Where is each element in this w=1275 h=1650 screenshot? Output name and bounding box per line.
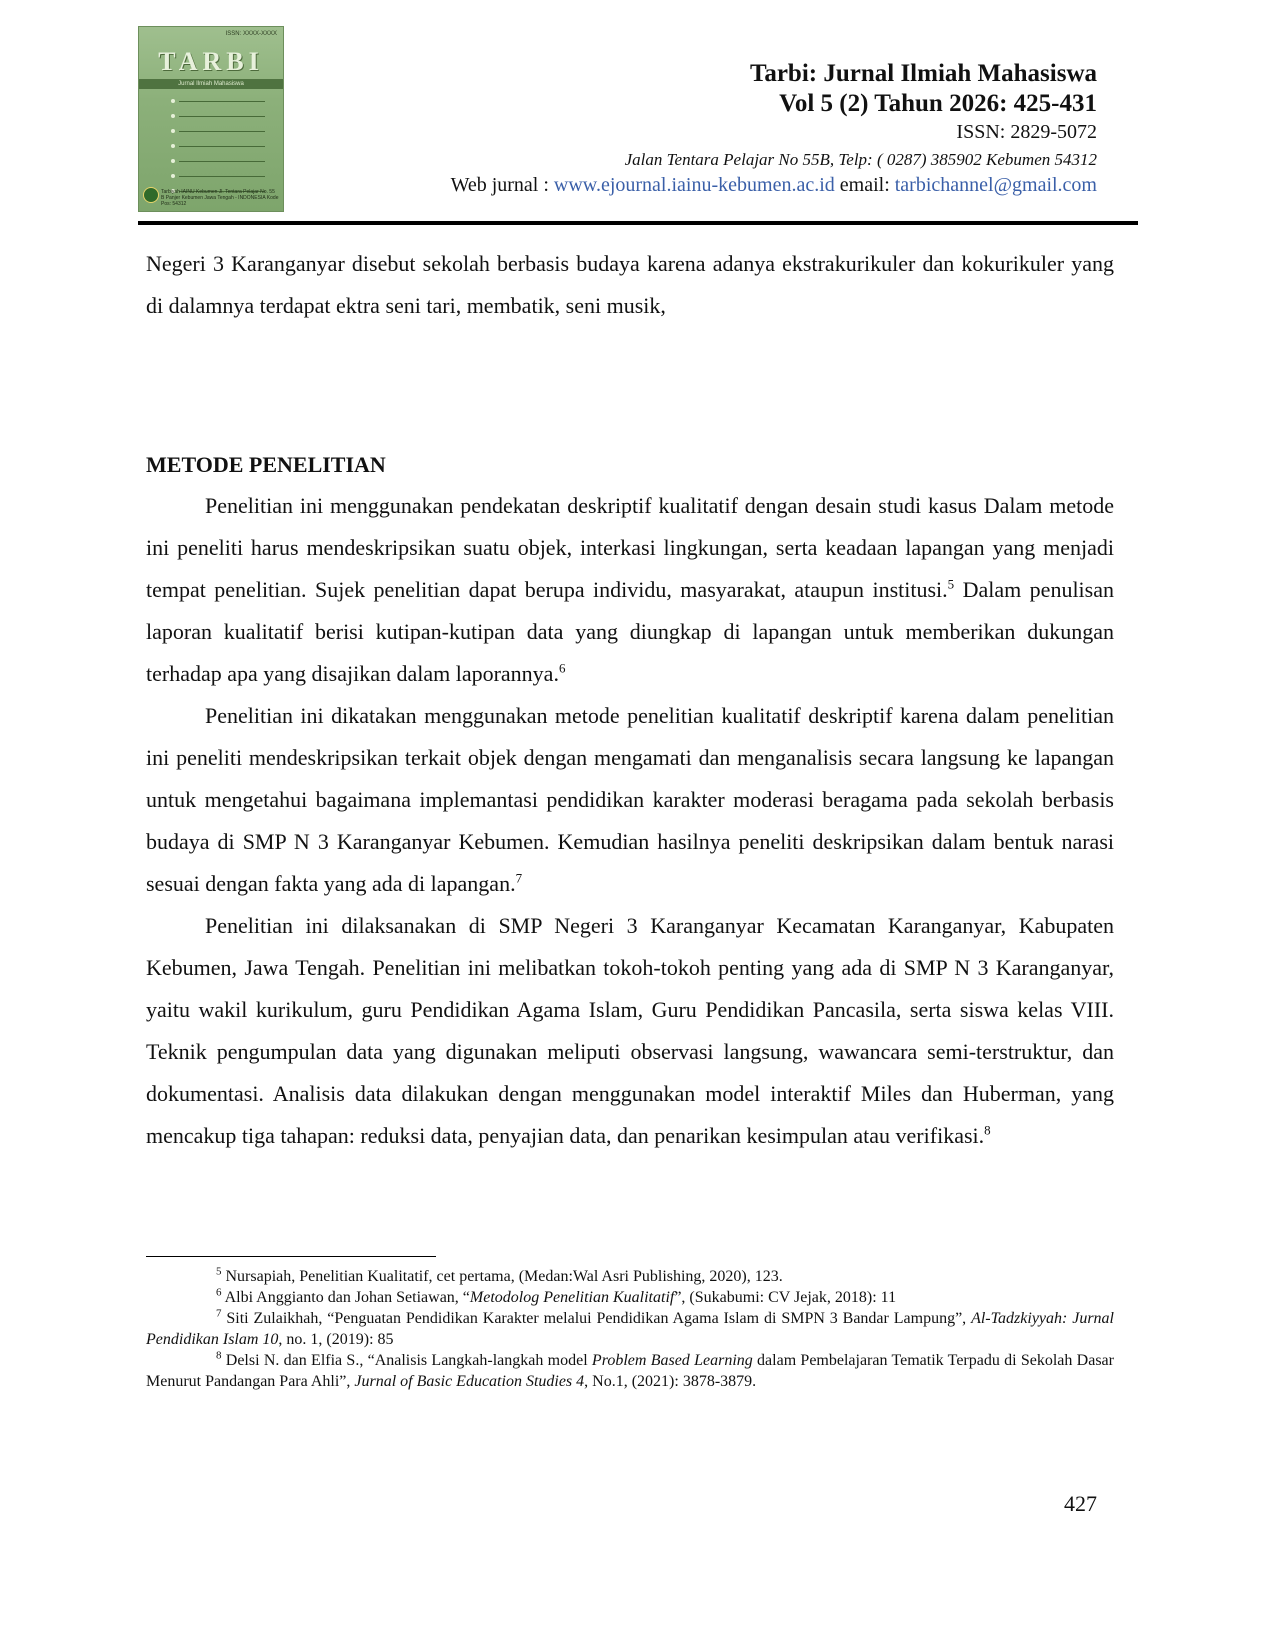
- cover-brand: TARBI: [158, 47, 264, 76]
- footnote-8-number: 8: [216, 1349, 222, 1362]
- paragraph-2: Penelitian ini dikatakan menggunakan met…: [146, 695, 1114, 905]
- web-label: Web jurnal :: [450, 174, 554, 196]
- footnote-5-number: 5: [216, 1265, 222, 1278]
- footnote-8-italic-1: Problem Based Learning: [591, 1352, 753, 1369]
- footnote-7-pre: Siti Zulaikhah, “Penguatan Pendidikan Ka…: [221, 1310, 972, 1327]
- footnote-8-mid: dalam Pembelajaran Tematik Terpadu di Se…: [146, 1352, 1114, 1390]
- footnote-6-italic: Metodolog Penelitian Kualitatif: [469, 1289, 675, 1306]
- footnote-7-number: 7: [216, 1307, 222, 1320]
- footnotes: 5 Nursapiah, Penelitian Kualitatif, cet …: [146, 1266, 1114, 1392]
- footnote-7: 7 Siti Zulaikhah, “Penguatan Pendidikan …: [146, 1308, 1114, 1350]
- journal-address: Jalan Tentara Pelajar No 55B, Telp: ( 02…: [624, 150, 1097, 169]
- footnote-ref-6[interactable]: 6: [558, 660, 566, 676]
- footnote-6: 6 Albi Anggianto dan Johan Setiawan, “Me…: [146, 1287, 1114, 1308]
- paragraph-1-text-b: Dalam penulisan laporan kualitatif beris…: [146, 577, 1114, 686]
- cover-issn-tag: ISSN: XXXX-XXXX: [225, 31, 277, 37]
- footnote-6-pre: Albi Anggianto dan Johan Setiawan, “: [221, 1289, 470, 1306]
- intro-text: Negeri 3 Karanganyar disebut sekolah ber…: [146, 251, 1114, 318]
- footnote-6-number: 6: [216, 1286, 222, 1299]
- footnote-8-pre: Delsi N. dan Elfia S., “Analisis Langkah…: [221, 1352, 592, 1369]
- section-heading: METODE PENELITIAN: [146, 452, 386, 477]
- footnote-5-text: Nursapiah, Penelitian Kualitatif, cet pe…: [221, 1268, 783, 1285]
- journal-web-line: Web jurnal : www.ejournal.iainu-kebumen.…: [451, 174, 1097, 197]
- email-link[interactable]: tarbichannel@gmail.com: [894, 174, 1097, 196]
- footnote-separator: [146, 1256, 436, 1257]
- page-number: 427: [1064, 1491, 1097, 1516]
- footnote-6-post: ”, (Sukabumi: CV Jejak, 2018): 11: [674, 1289, 897, 1306]
- footnote-8-italic-2: Jurnal of Basic Education Studies 4: [354, 1373, 585, 1390]
- paragraph-2-text: Penelitian ini dikatakan menggunakan met…: [146, 703, 1114, 896]
- header-rule: [138, 221, 1138, 225]
- cover-footer: Tarbiyah IAINU Kebumen Jl. Tentara Pelaj…: [161, 189, 279, 207]
- cover-lines: [171, 99, 265, 206]
- cover-seal-icon: [143, 187, 159, 203]
- journal-cover-image: ISSN: XXXX-XXXX TARBI Jurnal Ilmiah Maha…: [138, 26, 284, 212]
- methods-section: Penelitian ini menggunakan pendekatan de…: [146, 485, 1114, 1157]
- paragraph-1-text-a: Penelitian ini menggunakan pendekatan de…: [146, 493, 1114, 602]
- footnote-7-post: , no. 1, (2019): 85: [278, 1331, 394, 1348]
- cover-subtitle: Jurnal Ilmiah Mahasiswa: [139, 79, 283, 89]
- paragraph-3: Penelitian ini dilaksanakan di SMP Neger…: [146, 905, 1114, 1157]
- web-url-link[interactable]: www.ejournal.iainu-kebumen.ac.id: [553, 174, 835, 196]
- journal-volume: Vol 5 (2) Tahun 2026: 425-431: [779, 90, 1097, 117]
- footnote-ref-7[interactable]: 7: [515, 870, 523, 886]
- email-label: email:: [834, 174, 895, 196]
- footnote-8-post: , No.1, (2021): 3878-3879.: [584, 1373, 757, 1390]
- intro-paragraph: Negeri 3 Karanganyar disebut sekolah ber…: [146, 243, 1114, 327]
- footnote-ref-5[interactable]: 5: [947, 576, 955, 592]
- footnote-7-italic: Al-Tadzkiyyah: Jurnal Pendidikan Islam 1…: [146, 1310, 1115, 1348]
- journal-issn: ISSN: 2829-5072: [956, 121, 1097, 143]
- journal-title: Tarbi: Jurnal Ilmiah Mahasiswa: [749, 60, 1097, 87]
- paragraph-1: Penelitian ini menggunakan pendekatan de…: [146, 485, 1114, 695]
- footnote-ref-8[interactable]: 8: [984, 1122, 991, 1138]
- paragraph-3-text: Penelitian ini dilaksanakan di SMP Neger…: [146, 913, 1114, 1148]
- footnote-5: 5 Nursapiah, Penelitian Kualitatif, cet …: [146, 1266, 1114, 1287]
- footnote-8: 8 Delsi N. dan Elfia S., “Analisis Langk…: [146, 1350, 1114, 1392]
